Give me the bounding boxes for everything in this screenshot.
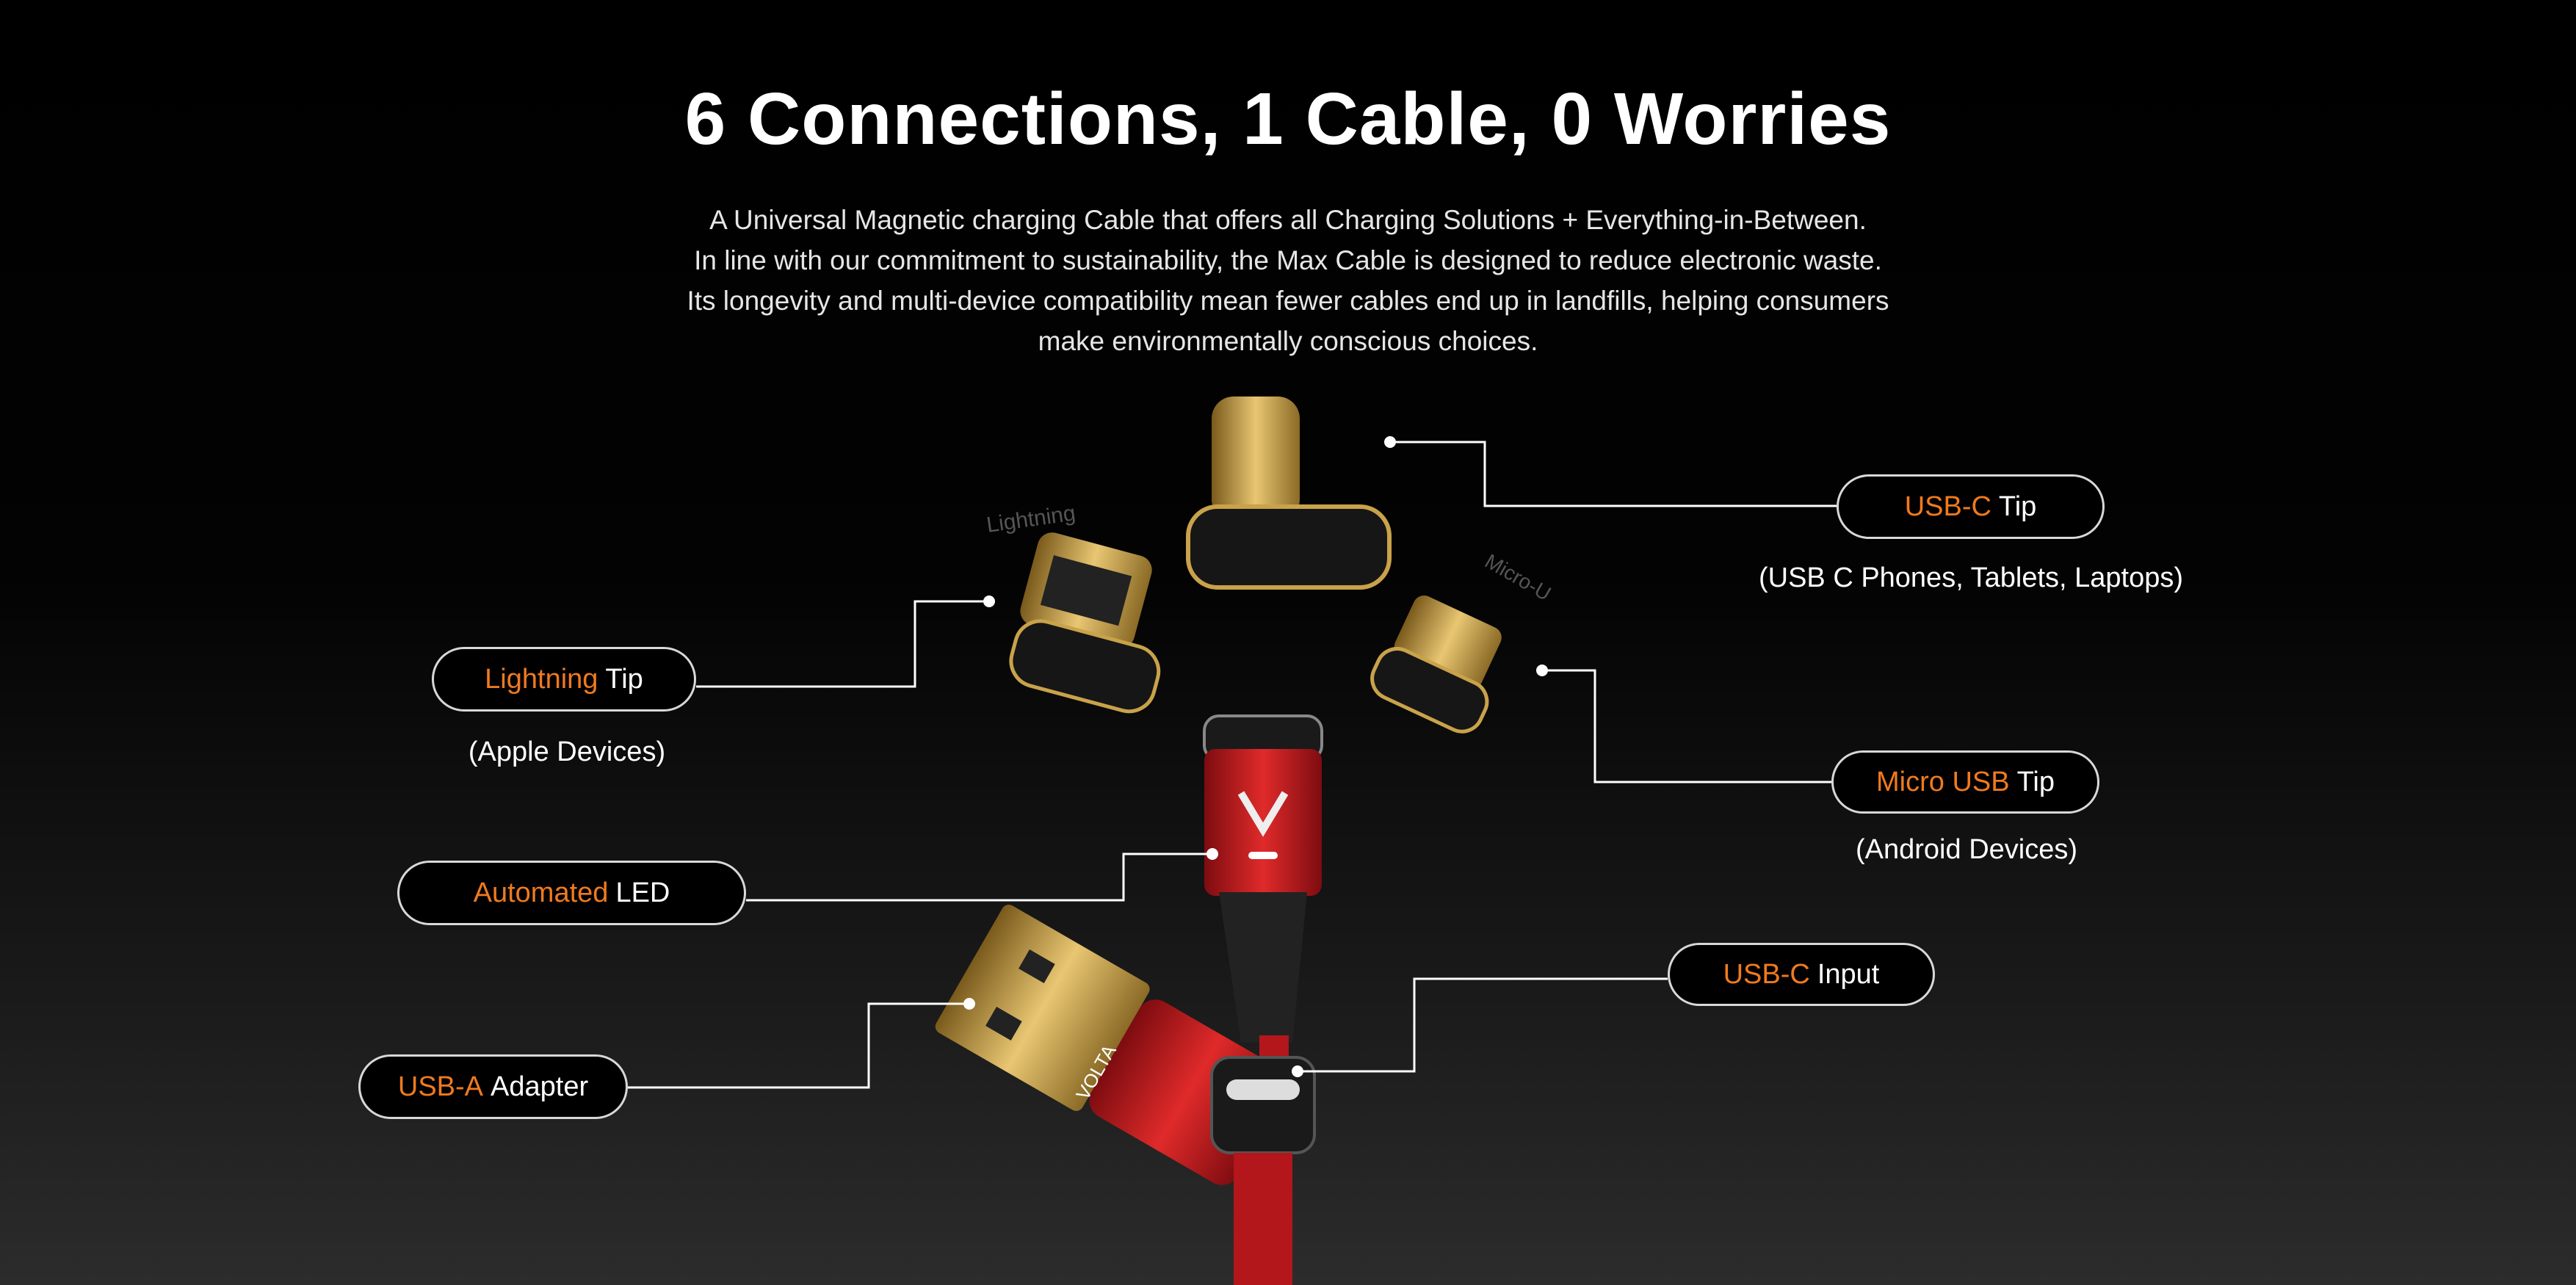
label-text: Tip [605, 663, 643, 695]
label-accent: Lightning [485, 663, 598, 695]
usba-adapter-image [935, 905, 1289, 1185]
label-text: LED [615, 877, 670, 908]
description-line: In line with our commitment to sustainab… [694, 245, 1882, 275]
description-line: Its longevity and multi-device compatibi… [687, 286, 1889, 316]
label-text: Input [1817, 958, 1880, 990]
label-text: Tip [2016, 766, 2055, 797]
description-line: make environmentally conscious choices. [1038, 326, 1538, 356]
page-title: 6 Connections, 1 Cable, 0 Worries [684, 78, 1892, 160]
label-accent: USB-C [1723, 958, 1810, 990]
label-accent: Micro USB [1876, 766, 2010, 797]
description: A Universal Magnetic charging Cable that… [0, 200, 2576, 361]
usbc-tip-description: (USB C Phones, Tablets, Laptops) [1758, 562, 2184, 593]
description-line: A Universal Magnetic charging Cable that… [709, 205, 1867, 235]
micro-usb-tip-description: (Android Devices) [1856, 834, 2077, 865]
label-text: Adapter [491, 1071, 589, 1102]
connector-dots [963, 436, 1548, 1077]
connector-lines [628, 441, 1837, 1089]
usbc-input-image [1210, 1056, 1316, 1285]
label-accent: USB-C [1904, 491, 1991, 522]
label-accent: USB-A [397, 1071, 484, 1102]
usbc-tip-image [1186, 397, 1392, 590]
micro-usb-print: Micro-U [1481, 549, 1555, 605]
lightning-tip-description: (Apple Devices) [468, 736, 666, 767]
micro-usb-tip-image [1370, 595, 1502, 734]
label-accent: Automated [473, 877, 609, 908]
lightning-print: Lightning [985, 501, 1077, 537]
lightning-tip-image [1009, 532, 1161, 714]
label-text: Tip [1998, 491, 2037, 522]
